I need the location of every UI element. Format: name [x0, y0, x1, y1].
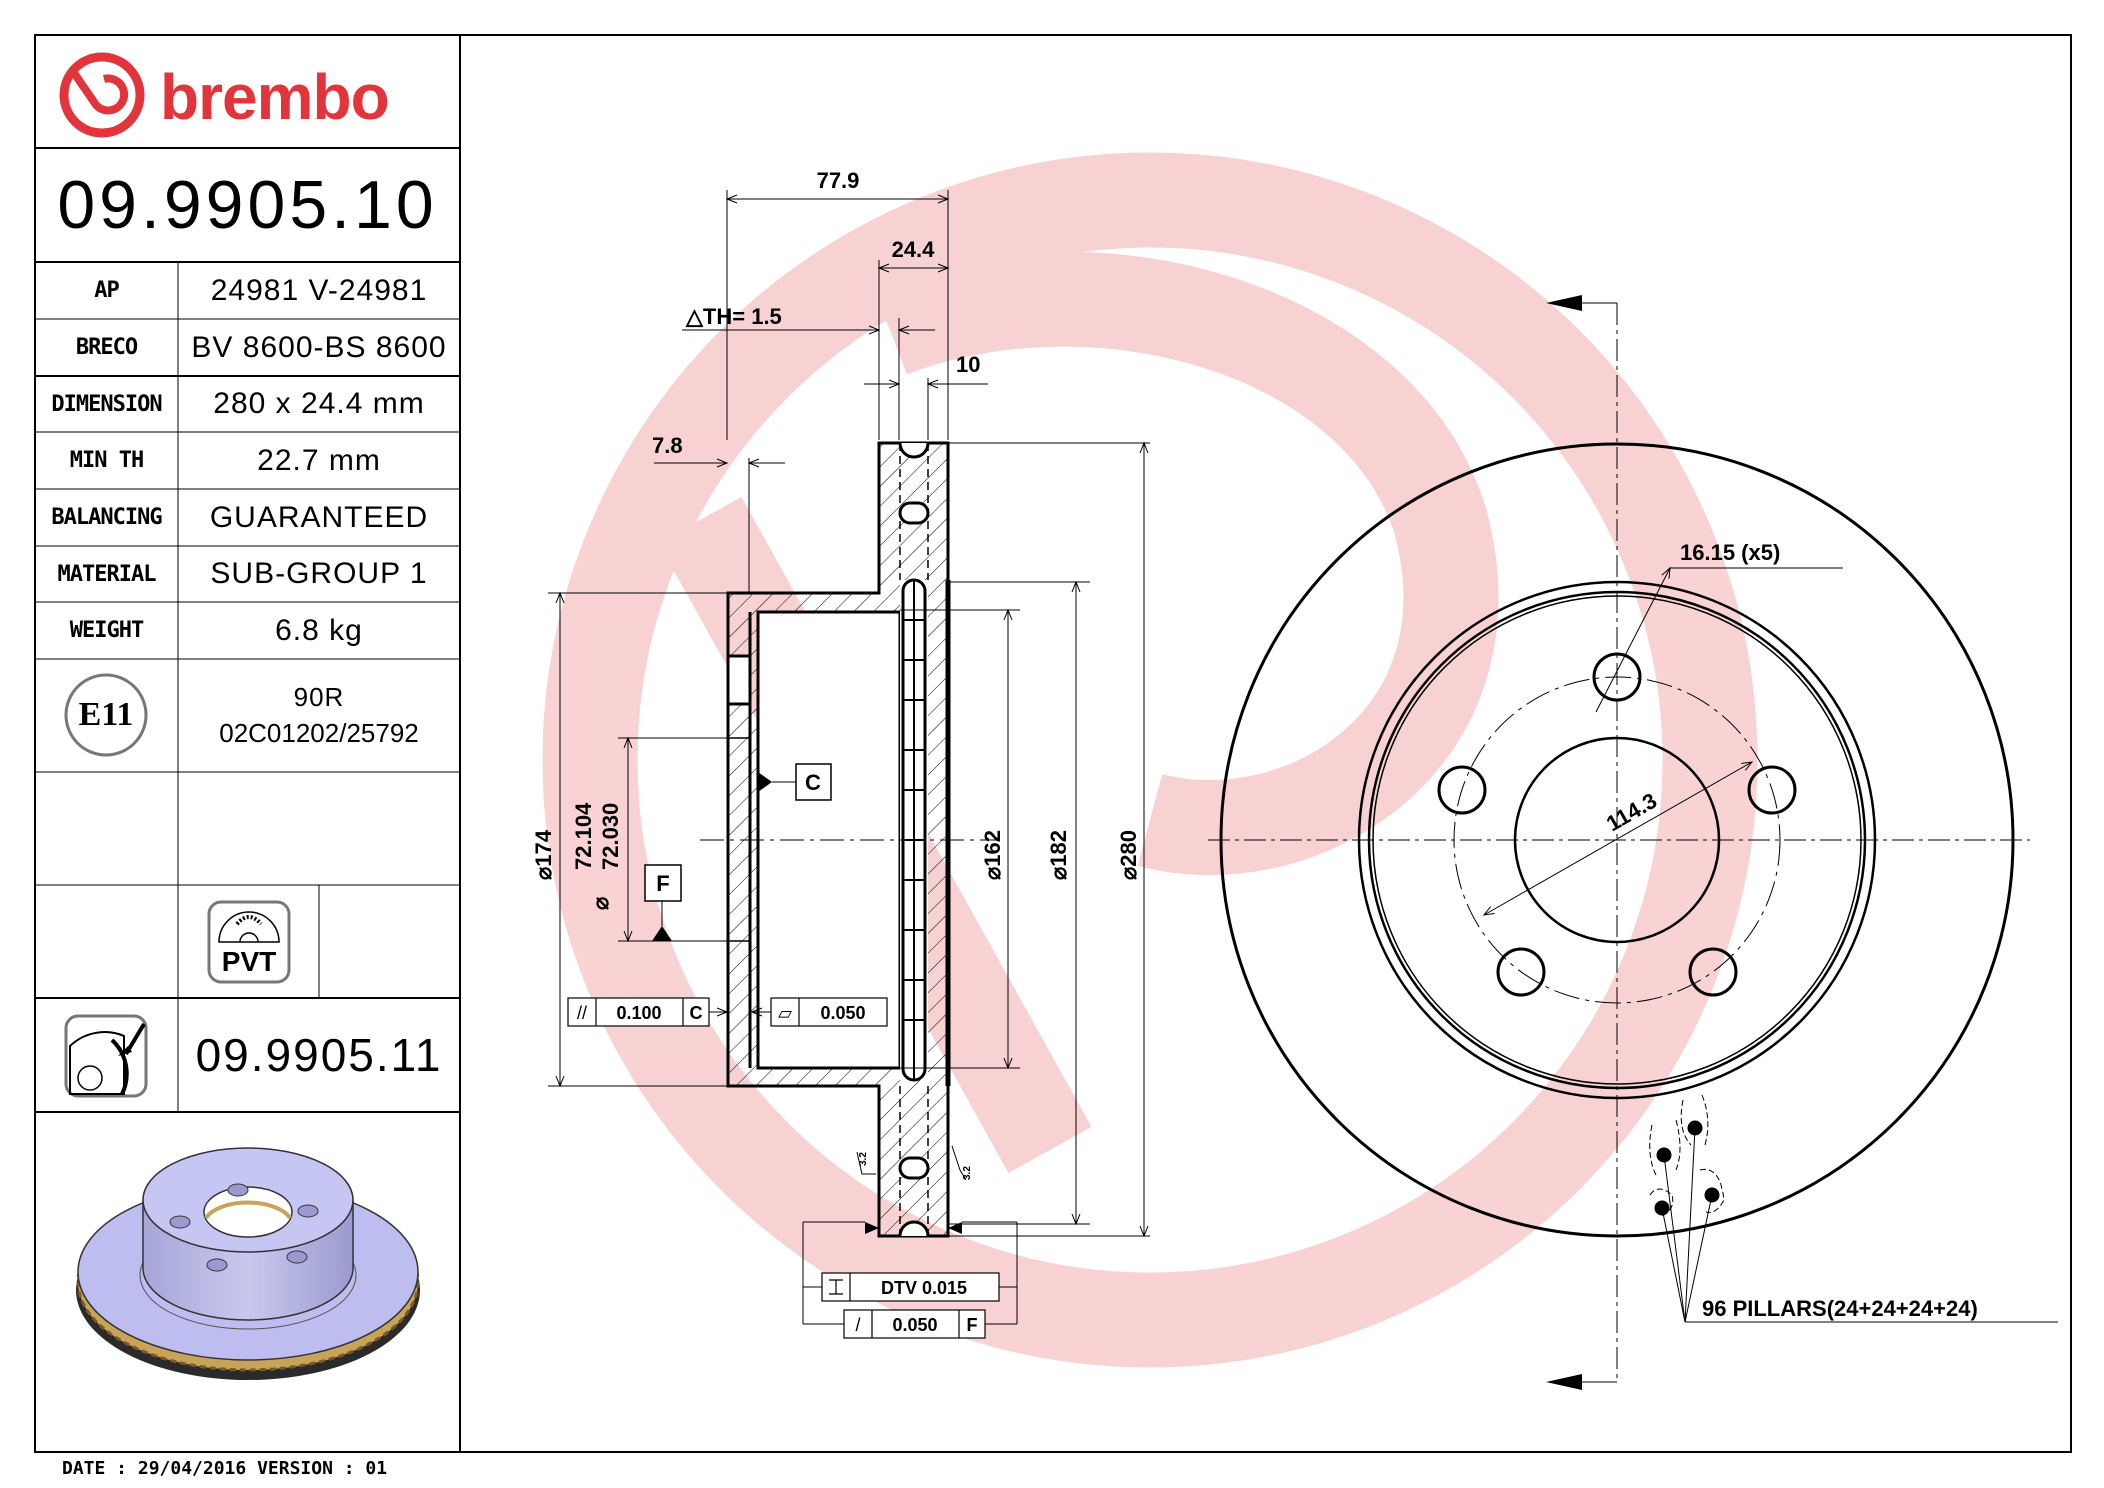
- disc-outer-edge: [1219, 442, 2015, 1238]
- flatness-value: 0.050: [820, 1003, 865, 1023]
- spec-value-min-th: 22.7 mm: [257, 443, 381, 477]
- dim-d280: ⌀280: [1116, 830, 1141, 880]
- dim-10: 10: [956, 352, 980, 377]
- e11-mark-circle: [64, 673, 148, 757]
- roughness-left: 3.2: [858, 1152, 869, 1166]
- pvt-badge-icon: [207, 900, 291, 984]
- spec-label-breco: BRECO: [75, 335, 138, 360]
- approval-line-1: 90R: [293, 681, 345, 712]
- coated-disc-icon: [64, 1014, 148, 1098]
- spec-value-dimension: 280 x 24.4 mm: [213, 387, 425, 420]
- datum-c-label: C: [805, 770, 821, 795]
- dim-bore-min: 72.030: [598, 803, 623, 870]
- spec-label-material: MATERIAL: [57, 561, 157, 587]
- pillar-markers: [1649, 1094, 2058, 1323]
- front-view: [1208, 295, 2058, 1390]
- roughness-labels: 3.2 3.2: [858, 1152, 973, 1180]
- spec-label-weight: WEIGHT: [69, 618, 144, 643]
- parallelism-datum: C: [690, 1003, 703, 1023]
- spec-panel-grid: [34, 34, 461, 1453]
- runout-icon: /: [855, 1315, 860, 1335]
- parallelism-value: 0.100: [616, 1003, 661, 1023]
- approval-line-2: 02C01202/25792: [219, 717, 419, 748]
- dim-7-8: 7.8: [652, 433, 683, 458]
- spec-label-balancing: BALANCING: [51, 505, 162, 530]
- parallelism-icon: //: [577, 1003, 587, 1023]
- pillars-label: 96 PILLARS(24+24+24+24): [1702, 1296, 1978, 1321]
- spec-value-breco: BV 8600-BS 8600: [191, 330, 447, 364]
- pvt-badge-label: PVT: [221, 946, 277, 977]
- vent-pillars: [901, 578, 927, 1082]
- bolt-hole-label: 16.15 (x5): [1680, 540, 1780, 565]
- brembo-logo-mark: [59, 52, 145, 138]
- dim-d174: ⌀174: [531, 829, 556, 880]
- section-view: [548, 190, 1150, 1339]
- dim-d162: ⌀162: [980, 830, 1005, 880]
- dim-24-4: 24.4: [892, 237, 936, 262]
- spec-label-dimension: DIMENSION: [51, 391, 162, 417]
- datum-f-label: F: [656, 871, 669, 896]
- flatness-icon: ▱: [778, 1003, 792, 1023]
- runout-datum: F: [967, 1315, 978, 1335]
- bolt-circle: [1453, 676, 1781, 1004]
- spec-value-balancing: GUARANTEED: [209, 500, 429, 534]
- e11-approval-mark: E11: [78, 696, 134, 733]
- disc-3d-render: [76, 1147, 420, 1380]
- dtv-value: DTV 0.015: [881, 1278, 967, 1298]
- pcd-label: 114.3: [1602, 788, 1661, 837]
- date-version-footer: DATE : 29/04/2016 VERSION : 01: [62, 1458, 388, 1479]
- part-number: 09.9905.10: [57, 167, 438, 243]
- spec-label-ap: AP: [94, 278, 120, 303]
- tolerance-frame-labels: // 0.100 C ▱ 0.050 DTV 0.015 / 0.050 F: [577, 1003, 978, 1335]
- coated-part-number: 09.9905.11: [195, 1029, 443, 1081]
- spec-value-weight: 6.8 kg: [275, 613, 363, 647]
- brand-wordmark: brembo: [160, 61, 390, 133]
- dim-bore-symbol: ⌀: [588, 896, 613, 910]
- dim-bore-max: 72.104: [571, 802, 596, 870]
- spec-value-ap: 24981 V-24981: [210, 273, 428, 307]
- runout-value: 0.050: [892, 1315, 937, 1335]
- spec-label-min-th: MIN TH: [69, 448, 144, 473]
- section-arrow-top: [1546, 295, 1582, 311]
- dim-77-9: 77.9: [817, 168, 860, 193]
- roughness-right: 3.2: [962, 1166, 973, 1180]
- section-dimension-labels: 77.9 24.4 △TH= 1.5 10 7.8 ⌀174 72.104 72…: [531, 168, 1141, 910]
- spec-value-material: SUB-GROUP 1: [210, 557, 428, 590]
- section-arrow-bottom: [1546, 1374, 1582, 1390]
- dim-d182: ⌀182: [1046, 830, 1071, 880]
- dim-delta-th: △TH= 1.5: [685, 304, 782, 329]
